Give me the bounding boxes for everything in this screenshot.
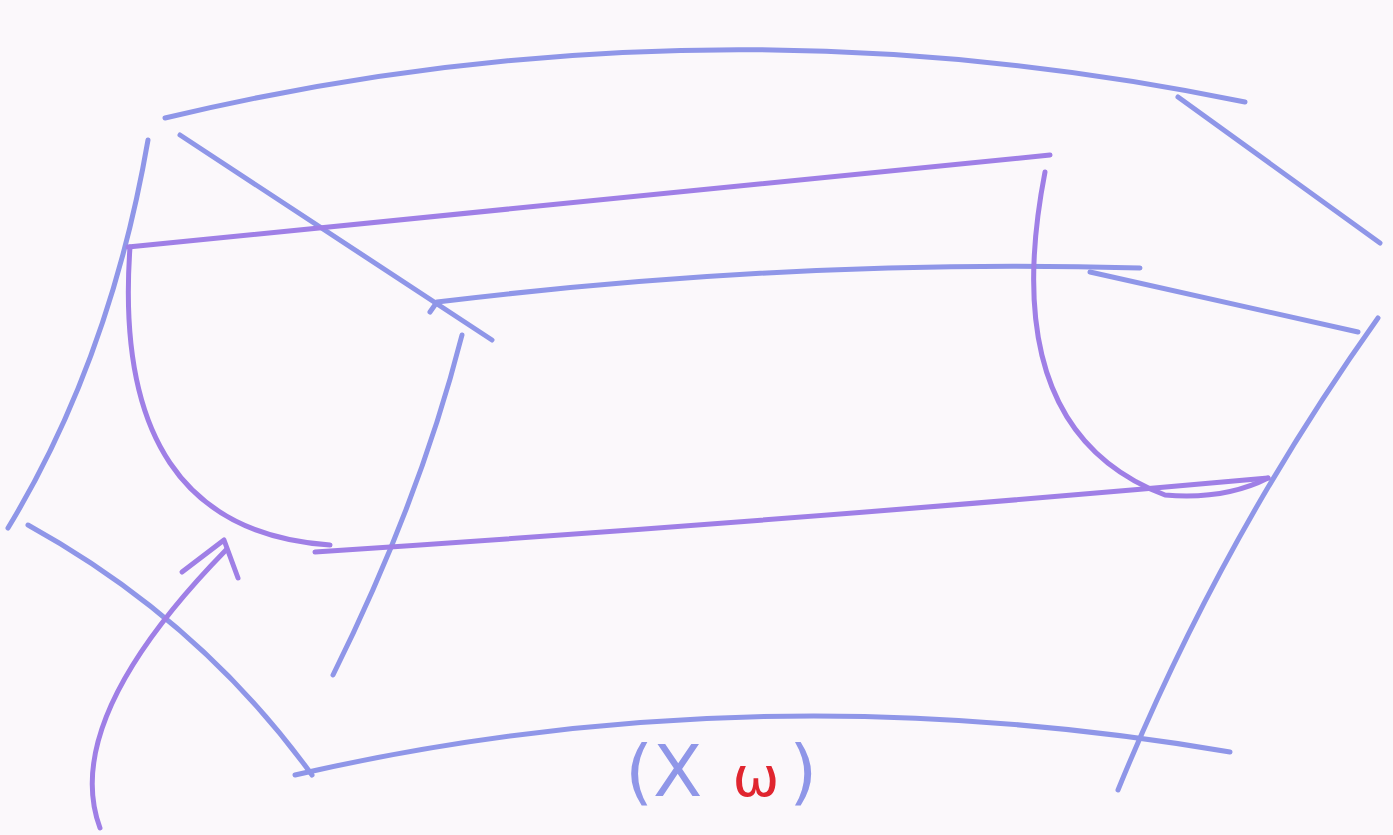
math-label: (X: [625, 735, 702, 807]
label-row: (X ω): [625, 735, 817, 807]
omega-symbol: ω: [732, 749, 779, 805]
math-label: ): [789, 735, 817, 807]
